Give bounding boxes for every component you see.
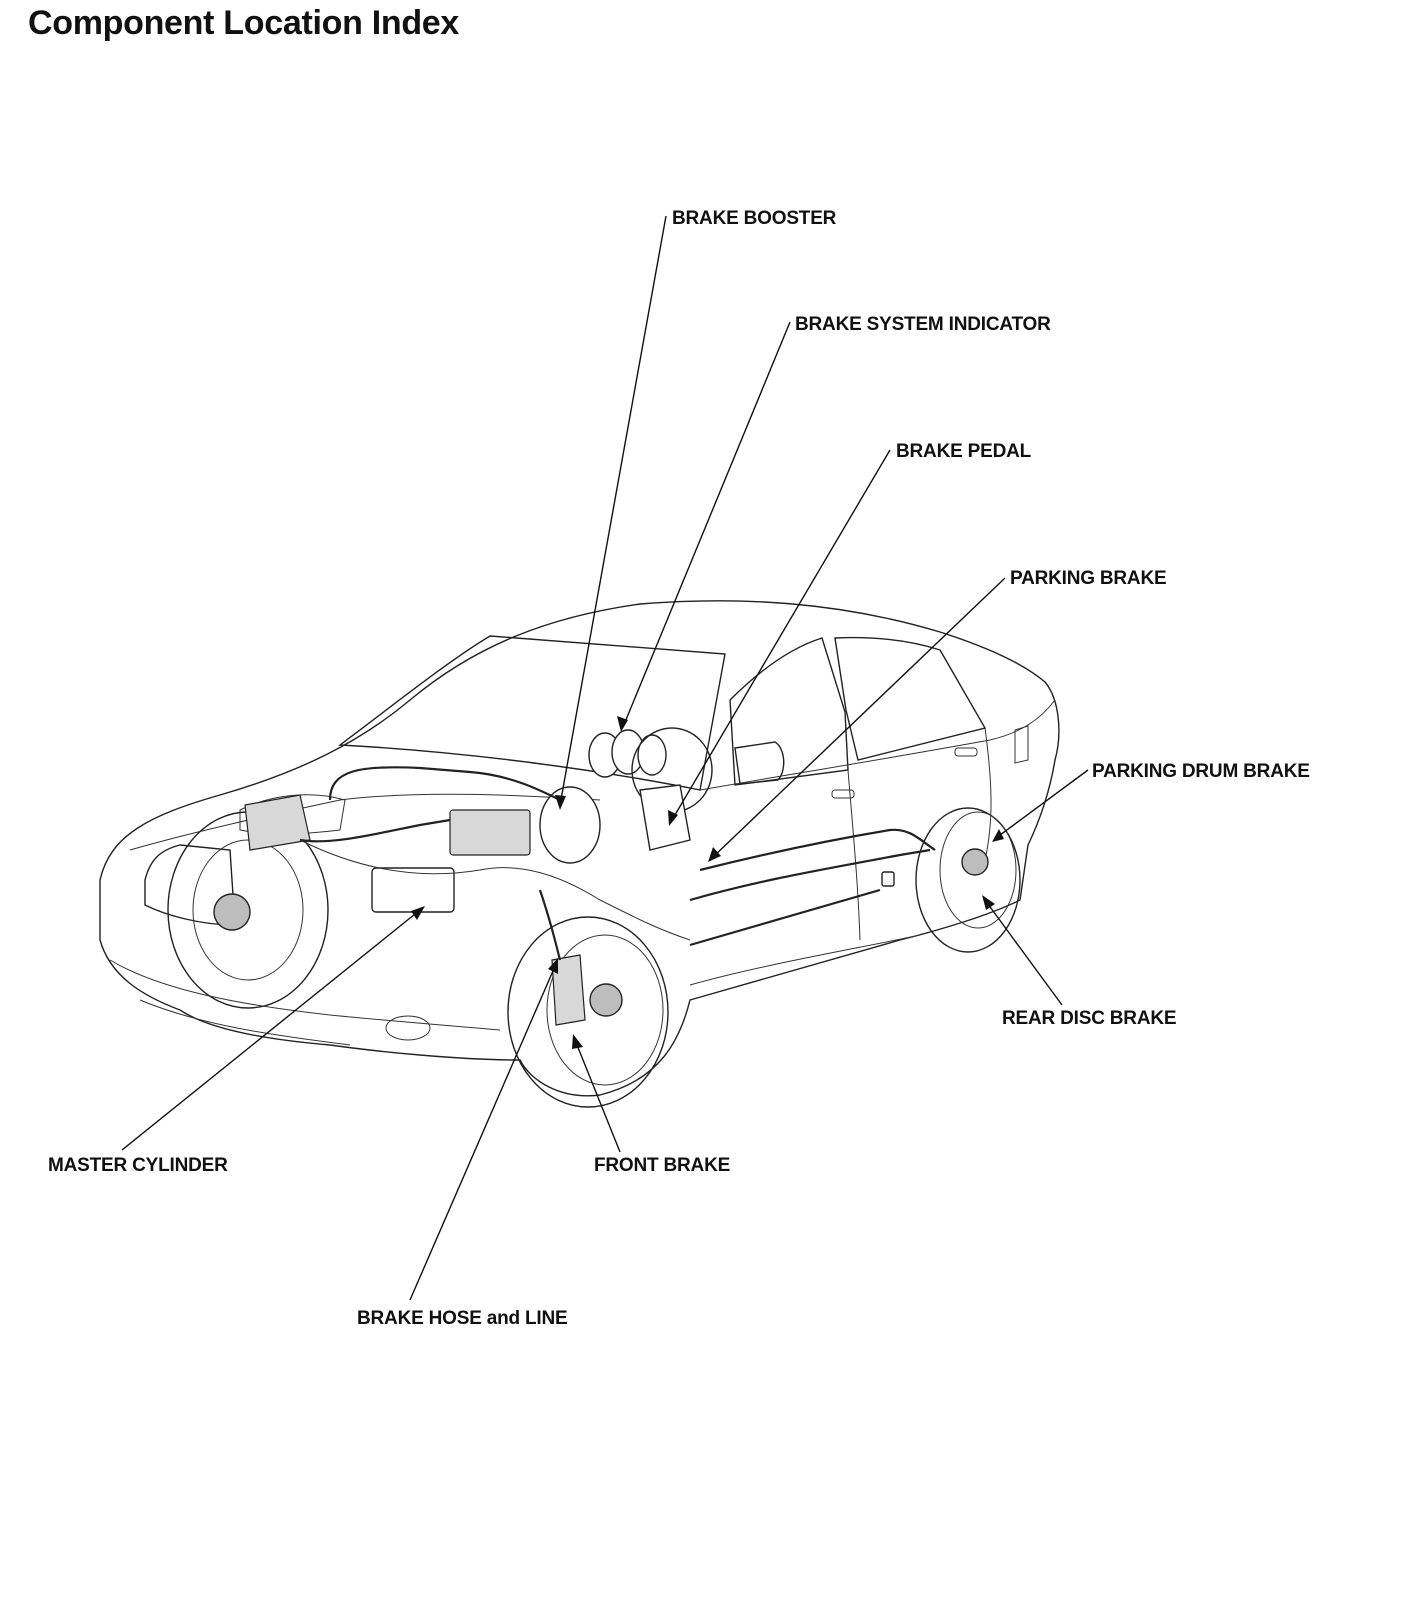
leader-parking-brake <box>711 577 1006 859</box>
instrument-cluster <box>588 729 667 778</box>
front-bumper-lower <box>139 999 351 1046</box>
arrow-brake-booster <box>555 795 566 810</box>
belt-line <box>699 699 1056 791</box>
leader-brake-pedal <box>671 449 891 821</box>
near-front-tire <box>507 916 669 1108</box>
brake-line-front-left <box>299 818 451 843</box>
rocker-panel <box>689 934 921 986</box>
brake-components <box>244 727 936 961</box>
label-brake-booster: BRAKE BOOSTER <box>672 208 837 229</box>
near-front-rim <box>546 934 664 1086</box>
leader-brake-booster <box>559 215 667 806</box>
label-parking-brake: PARKING BRAKE <box>1010 568 1166 589</box>
rear-door-line <box>984 727 992 861</box>
far-front-brake-assembly <box>244 794 311 851</box>
rear-side-window <box>834 636 987 761</box>
parking-brake-cable <box>699 828 936 872</box>
gauge-right <box>637 734 667 776</box>
far-front-hub <box>213 893 251 931</box>
label-rear-disc-brake: REAR DISC BRAKE <box>1002 1008 1176 1029</box>
label-brake-system-indicator: BRAKE SYSTEM INDICATOR <box>795 314 1051 335</box>
arrow-brake-system-indicator <box>617 716 628 732</box>
label-master-cylinder: MASTER CYLINDER <box>48 1155 228 1176</box>
leader-parking-drum-brake <box>995 769 1089 839</box>
label-brake-pedal: BRAKE PEDAL <box>896 441 1032 462</box>
abs-modulator <box>449 809 531 856</box>
label-brake-hose-and-line: BRAKE HOSE and LINE <box>357 1308 568 1329</box>
rear-light <box>1014 725 1029 764</box>
near-front-hub <box>589 983 623 1017</box>
label-front-brake: FRONT BRAKE <box>594 1155 730 1176</box>
leader-master-cylinder <box>121 909 421 1151</box>
leader-front-brake <box>574 1039 621 1153</box>
page-title: Component Location Index <box>28 4 460 42</box>
car-illustration <box>99 600 1060 1097</box>
arrow-front-brake <box>572 1034 583 1049</box>
label-parking-drum-brake: PARKING DRUM BRAKE <box>1092 761 1310 782</box>
near-rear-rim <box>939 811 1017 929</box>
brake-booster-body <box>539 786 601 864</box>
far-front-rim <box>192 839 304 981</box>
front-door-line <box>847 769 861 941</box>
rear-door-handle <box>954 747 978 757</box>
near-rear-hub <box>961 848 989 876</box>
arrow-parking-brake <box>708 847 721 862</box>
brake-line-rear <box>689 848 931 902</box>
fog-light <box>385 1015 431 1041</box>
arrow-brake-hose-and-line <box>548 958 558 974</box>
master-cylinder-reservoir <box>371 867 455 913</box>
brake-line-main <box>328 766 561 801</box>
front-caliper <box>551 954 586 1026</box>
arrow-rear-disc-brake <box>982 895 995 910</box>
leader-rear-disc-brake <box>984 899 1063 1006</box>
callout-labels: BRAKE BOOSTER BRAKE SYSTEM INDICATOR BRA… <box>48 208 1310 1329</box>
wiring-harness <box>299 839 691 941</box>
leader-brake-system-indicator <box>622 321 791 728</box>
arrow-brake-pedal <box>668 810 678 826</box>
arrow-parking-drum-brake <box>992 829 1004 842</box>
wheels <box>167 807 1021 1108</box>
windshield <box>338 635 726 791</box>
arrow-master-cylinder <box>411 906 425 920</box>
front-door-handle <box>831 789 855 799</box>
side-mirror <box>734 741 785 785</box>
car-body-outline <box>99 600 1060 1097</box>
rear-connector <box>881 871 895 887</box>
front-side-window <box>729 637 849 786</box>
leader-lines <box>121 215 1089 1301</box>
near-rear-tire <box>915 807 1021 953</box>
leader-brake-hose-and-line <box>409 963 557 1301</box>
brake-hose-front <box>538 889 562 961</box>
pedal-assembly <box>639 784 691 851</box>
brake-line-rear-lower <box>689 888 881 947</box>
front-bumper-line <box>109 959 501 1031</box>
